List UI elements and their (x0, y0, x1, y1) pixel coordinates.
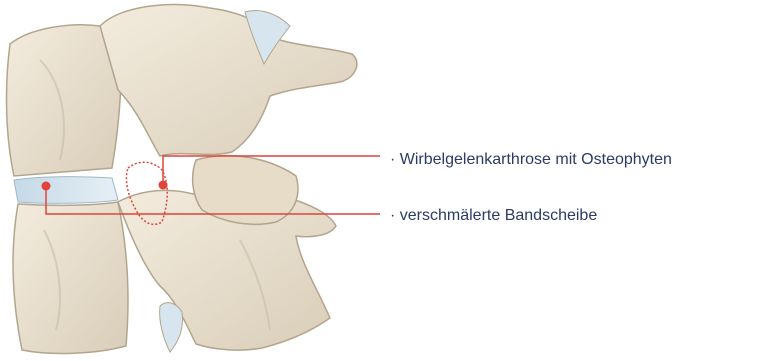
leader-dot (42, 182, 51, 191)
upper-vertebral-body (7, 25, 121, 176)
leader-dot (159, 181, 168, 190)
label-narrowed-disc: · verschmälerte Bandscheibe (390, 208, 597, 224)
lower-vertebral-body (13, 202, 128, 353)
intervertebral-disc (14, 177, 118, 204)
upper-posterior-elements (100, 5, 357, 156)
label-facet-arthrosis: · Wirbelgelenkarthrose mit Osteophyten (390, 152, 672, 168)
